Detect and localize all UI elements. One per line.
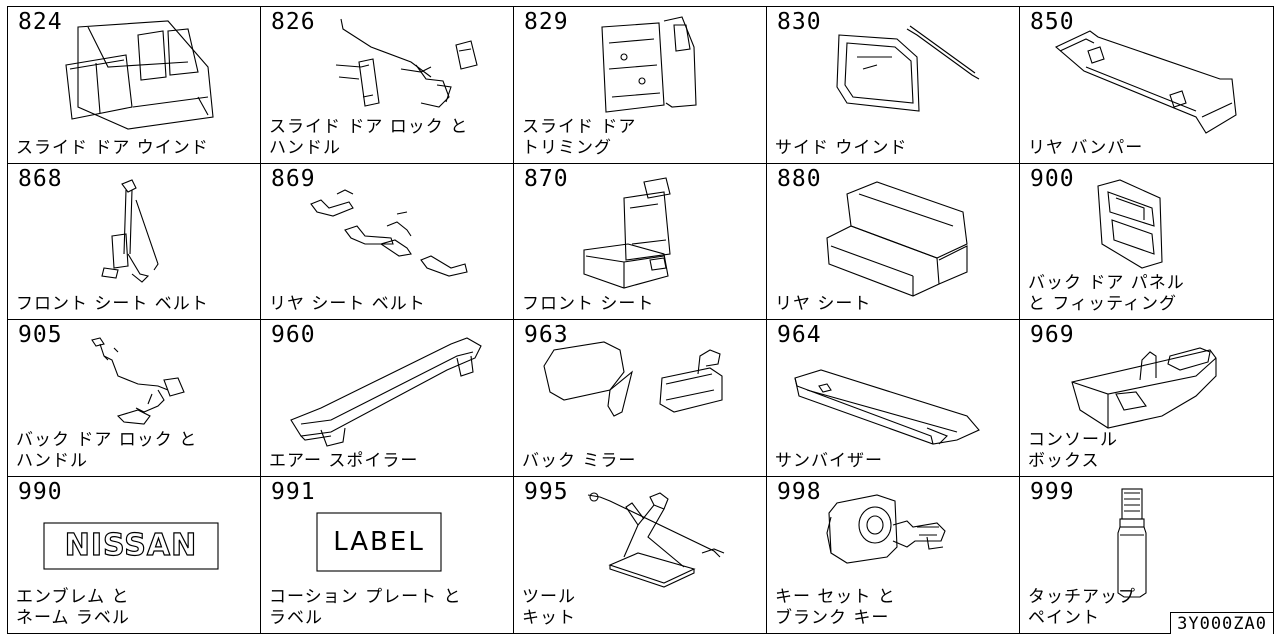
parts-catalog-grid: 824 スライド ドア ウインド 826 スライド ドア ロック と ハンドル: [7, 6, 1274, 634]
rear-view-mirror-illustration: [543, 341, 723, 417]
part-code: 824: [18, 9, 63, 35]
emblem-illustration: [43, 521, 219, 570]
part-code: 880: [777, 165, 822, 192]
part-cell-830[interactable]: 830 サイド ウインド: [767, 7, 1020, 164]
part-label: キー セット と ブランク キー: [775, 587, 896, 628]
part-cell-960[interactable]: 960 エアー スポイラー: [261, 320, 514, 477]
sun-visor-illustration: [794, 369, 980, 445]
diagram-code-label: 3Y000ZA0: [1170, 612, 1273, 634]
touch-up-paint-illustration: [1117, 487, 1147, 598]
part-label: サンバイザー: [775, 450, 883, 471]
part-label: リヤ シート ベルト: [269, 294, 426, 314]
side-window-illustration: [836, 25, 980, 112]
rear-seat-illustration: [826, 180, 968, 297]
back-door-lock-handle-illustration: [91, 337, 185, 425]
part-code: 850: [1030, 9, 1075, 35]
part-cell-999[interactable]: 999 タッチアップ ペイント: [1020, 477, 1273, 634]
part-label: フロント シート ベルト: [16, 294, 209, 314]
part-label: フロント シート: [522, 294, 655, 314]
part-cell-870[interactable]: 870 フロント シート: [514, 163, 767, 320]
part-cell-995[interactable]: 995 ツール キット: [514, 476, 767, 633]
part-cell-998[interactable]: 998 キー セット と ブランク キー: [767, 476, 1020, 633]
part-label: コーション プレート と ラベル: [269, 587, 462, 628]
part-code: 960: [271, 322, 316, 348]
part-code: 868: [18, 165, 63, 192]
part-code: 829: [524, 9, 569, 35]
part-label: スライド ドア トリミング: [522, 116, 637, 158]
part-code: 826: [271, 9, 316, 35]
part-code: 905: [18, 322, 63, 348]
part-cell-824[interactable]: 824 スライド ドア ウインド: [8, 7, 261, 164]
back-door-panel-illustration: [1097, 178, 1163, 269]
part-code: 999: [1030, 478, 1075, 505]
part-cell-905[interactable]: 905 バック ドア ロック と ハンドル: [8, 320, 261, 477]
part-cell-880[interactable]: 880 リヤ シート: [767, 163, 1020, 320]
part-cell-964[interactable]: 964 サンバイザー: [767, 320, 1020, 477]
slide-door-lock-handle-illustration: [335, 18, 478, 108]
part-label: ツール キット: [522, 587, 576, 628]
part-label: バック ドア パネル と フィッティング: [1028, 273, 1185, 314]
part-label: タッチアップ ペイント: [1028, 587, 1136, 628]
part-code: 990: [18, 478, 63, 505]
jack-tool-kit-illustration: [587, 491, 725, 588]
part-code: 869: [271, 165, 316, 192]
part-cell-829[interactable]: 829 スライド ドア トリミング: [514, 7, 767, 164]
part-cell-990[interactable]: NISSAN 990 エンブレム と ネーム ラベル: [8, 476, 261, 633]
part-label: エアー スポイラー: [269, 450, 419, 471]
part-code: 991: [271, 478, 316, 505]
part-code: 995: [524, 478, 569, 505]
part-code: 870: [524, 165, 569, 192]
emblem-text: NISSAN: [64, 527, 198, 563]
air-spoiler-illustration: [290, 337, 482, 447]
key-set-illustration: [826, 493, 946, 564]
part-cell-963[interactable]: 963 バック ミラー: [514, 320, 767, 477]
rear-seat-belt-illustration: [310, 188, 468, 277]
part-label: リヤ バンパー: [1028, 137, 1144, 158]
front-seat-illustration: [583, 176, 671, 289]
part-code: 830: [777, 9, 822, 35]
part-cell-900[interactable]: 900 バック ドア パネル と フィッティング: [1020, 164, 1273, 320]
part-label: リヤ シート: [775, 294, 872, 314]
part-label: スライド ドア ウインド: [16, 137, 209, 158]
label-plate-text: LABEL: [333, 526, 425, 557]
part-code: 963: [524, 322, 569, 348]
part-code: 969: [1030, 322, 1075, 348]
console-box-illustration: [1071, 347, 1217, 429]
part-label: バック ミラー: [522, 450, 637, 471]
rear-bumper-illustration: [1054, 30, 1237, 134]
caution-plate-illustration: [316, 511, 442, 572]
part-code: 900: [1030, 165, 1075, 192]
part-cell-826[interactable]: 826 スライド ドア ロック と ハンドル: [261, 7, 514, 164]
part-label: コンソール ボックス: [1028, 429, 1118, 471]
part-code: 964: [777, 322, 822, 348]
part-cell-969[interactable]: 969 コンソール ボックス: [1020, 320, 1273, 477]
part-label: スライド ドア ロック と ハンドル: [269, 116, 469, 158]
part-label: バック ドア ロック と ハンドル: [16, 429, 198, 471]
part-cell-850[interactable]: 850 リヤ バンパー: [1020, 7, 1273, 164]
part-code: 998: [777, 478, 822, 505]
part-cell-868[interactable]: 868 フロント シート ベルト: [8, 163, 261, 320]
part-cell-869[interactable]: 869 リヤ シート ベルト: [261, 163, 514, 320]
part-cell-991[interactable]: LABEL 991 コーション プレート と ラベル: [261, 476, 514, 633]
slide-door-window-illustration: [65, 20, 214, 130]
front-seat-belt-illustration: [101, 178, 159, 283]
part-label: エンブレム と ネーム ラベル: [16, 587, 130, 628]
slide-door-trim-illustration: [601, 16, 697, 113]
part-label: サイド ウインド: [775, 137, 908, 158]
